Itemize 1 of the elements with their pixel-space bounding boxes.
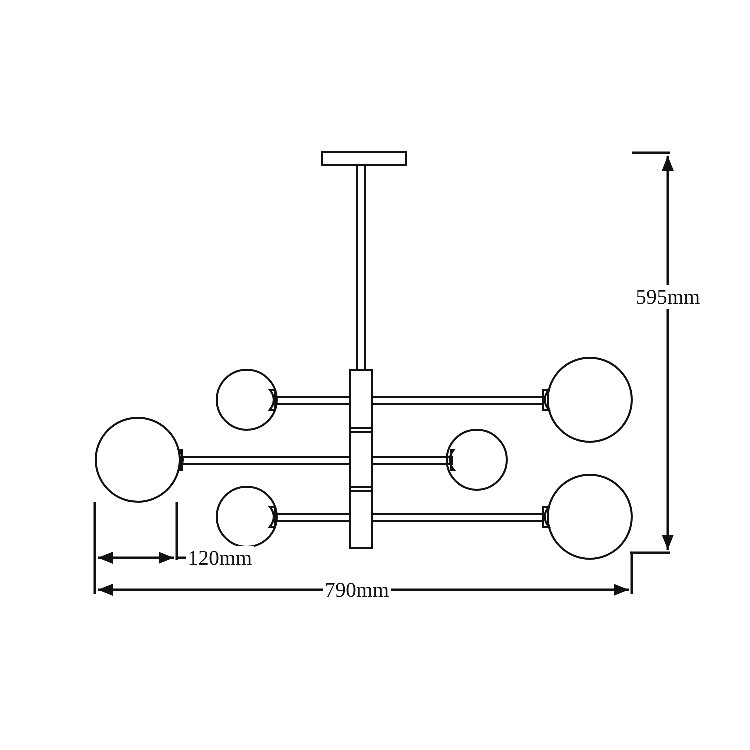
dimension-label: 595mm: [634, 285, 702, 309]
